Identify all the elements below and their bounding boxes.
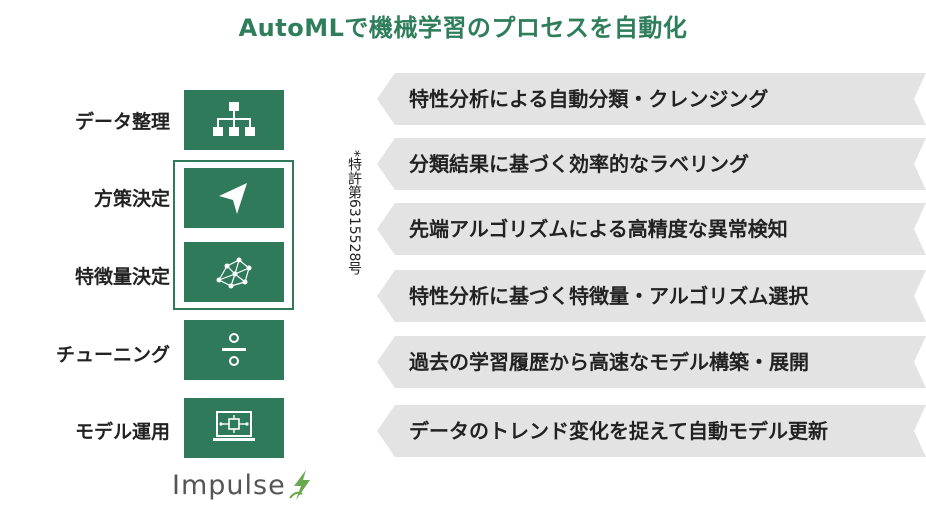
divide-icon xyxy=(222,333,246,366)
patent-note: *特許第6315528号 xyxy=(346,150,362,276)
hierarchy-icon xyxy=(213,102,255,136)
step-label-operation: モデル運用 xyxy=(74,421,170,443)
monitor-chip-icon xyxy=(213,411,255,441)
step-icon-box-operation xyxy=(184,398,284,458)
feature-text: データのトレンド変化を捉えて自動モデル更新 xyxy=(409,419,828,443)
step-icon-box-feature xyxy=(184,242,284,302)
feature-bar: 過去の学習履歴から高速なモデル構築・展開 xyxy=(377,336,926,388)
feature-text: 過去の学習履歴から高速なモデル構築・展開 xyxy=(409,350,809,374)
network-graph-icon xyxy=(216,257,252,289)
patent-bracket xyxy=(173,160,294,310)
feature-text: 先端アルゴリズムによる高精度な異常検知 xyxy=(409,217,788,241)
feature-text: 分類結果に基づく効率的なラベリング xyxy=(409,152,749,176)
feature-bar: 先端アルゴリズムによる高精度な異常検知 xyxy=(377,203,926,255)
page-title: AutoMLで機械学習のプロセスを自動化 xyxy=(238,14,688,42)
feature-bar: 分類結果に基づく効率的なラベリング xyxy=(377,138,926,190)
step-icon-box-tuning xyxy=(184,320,284,380)
feature-bar: データのトレンド変化を捉えて自動モデル更新 xyxy=(377,405,926,457)
step-icon-box-data xyxy=(184,90,284,150)
cursor-arrow-icon xyxy=(219,183,247,214)
lightning-leaf-icon xyxy=(289,470,310,500)
impulse-logo: Impulse xyxy=(172,470,286,501)
feature-text: 特性分析による自動分類・クレンジング xyxy=(409,87,769,111)
step-label-policy: 方策決定 xyxy=(93,188,170,210)
feature-bar: 特性分析による自動分類・クレンジング xyxy=(377,73,926,125)
step-label-feature: 特徴量決定 xyxy=(74,266,170,288)
step-icon-box-policy xyxy=(184,168,284,228)
feature-bar: 特性分析に基づく特徴量・アルゴリズム選択 xyxy=(377,270,926,322)
step-label-tuning: チューニング xyxy=(55,344,170,366)
step-label-data-organize: データ整理 xyxy=(74,111,170,133)
feature-text: 特性分析に基づく特徴量・アルゴリズム選択 xyxy=(409,284,809,308)
